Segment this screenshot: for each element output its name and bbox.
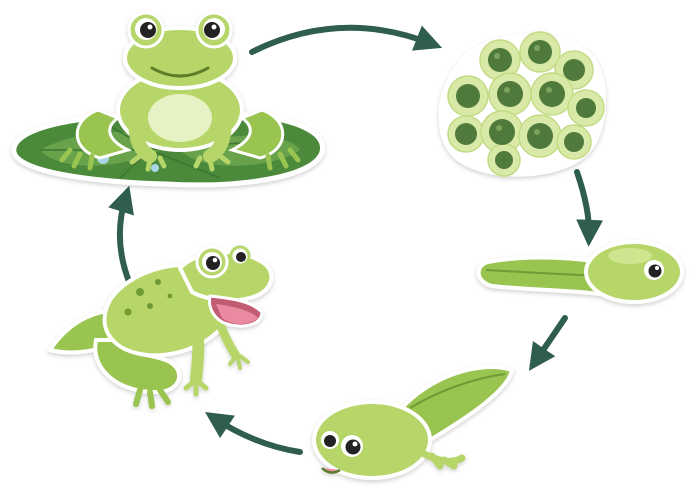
egg-cluster-icon	[439, 32, 607, 177]
arrow-froglet-to-frog	[120, 196, 130, 284]
arrow-eggs-to-tadpole	[577, 172, 589, 236]
arrow-legs-to-froglet	[214, 418, 300, 452]
arrow-tadpole-to-legs	[535, 318, 565, 362]
tadpole-with-legs-icon	[314, 367, 512, 478]
arrow-frog-to-eggs	[252, 28, 432, 52]
froglet-icon	[50, 247, 271, 406]
tadpole-icon	[479, 242, 682, 302]
